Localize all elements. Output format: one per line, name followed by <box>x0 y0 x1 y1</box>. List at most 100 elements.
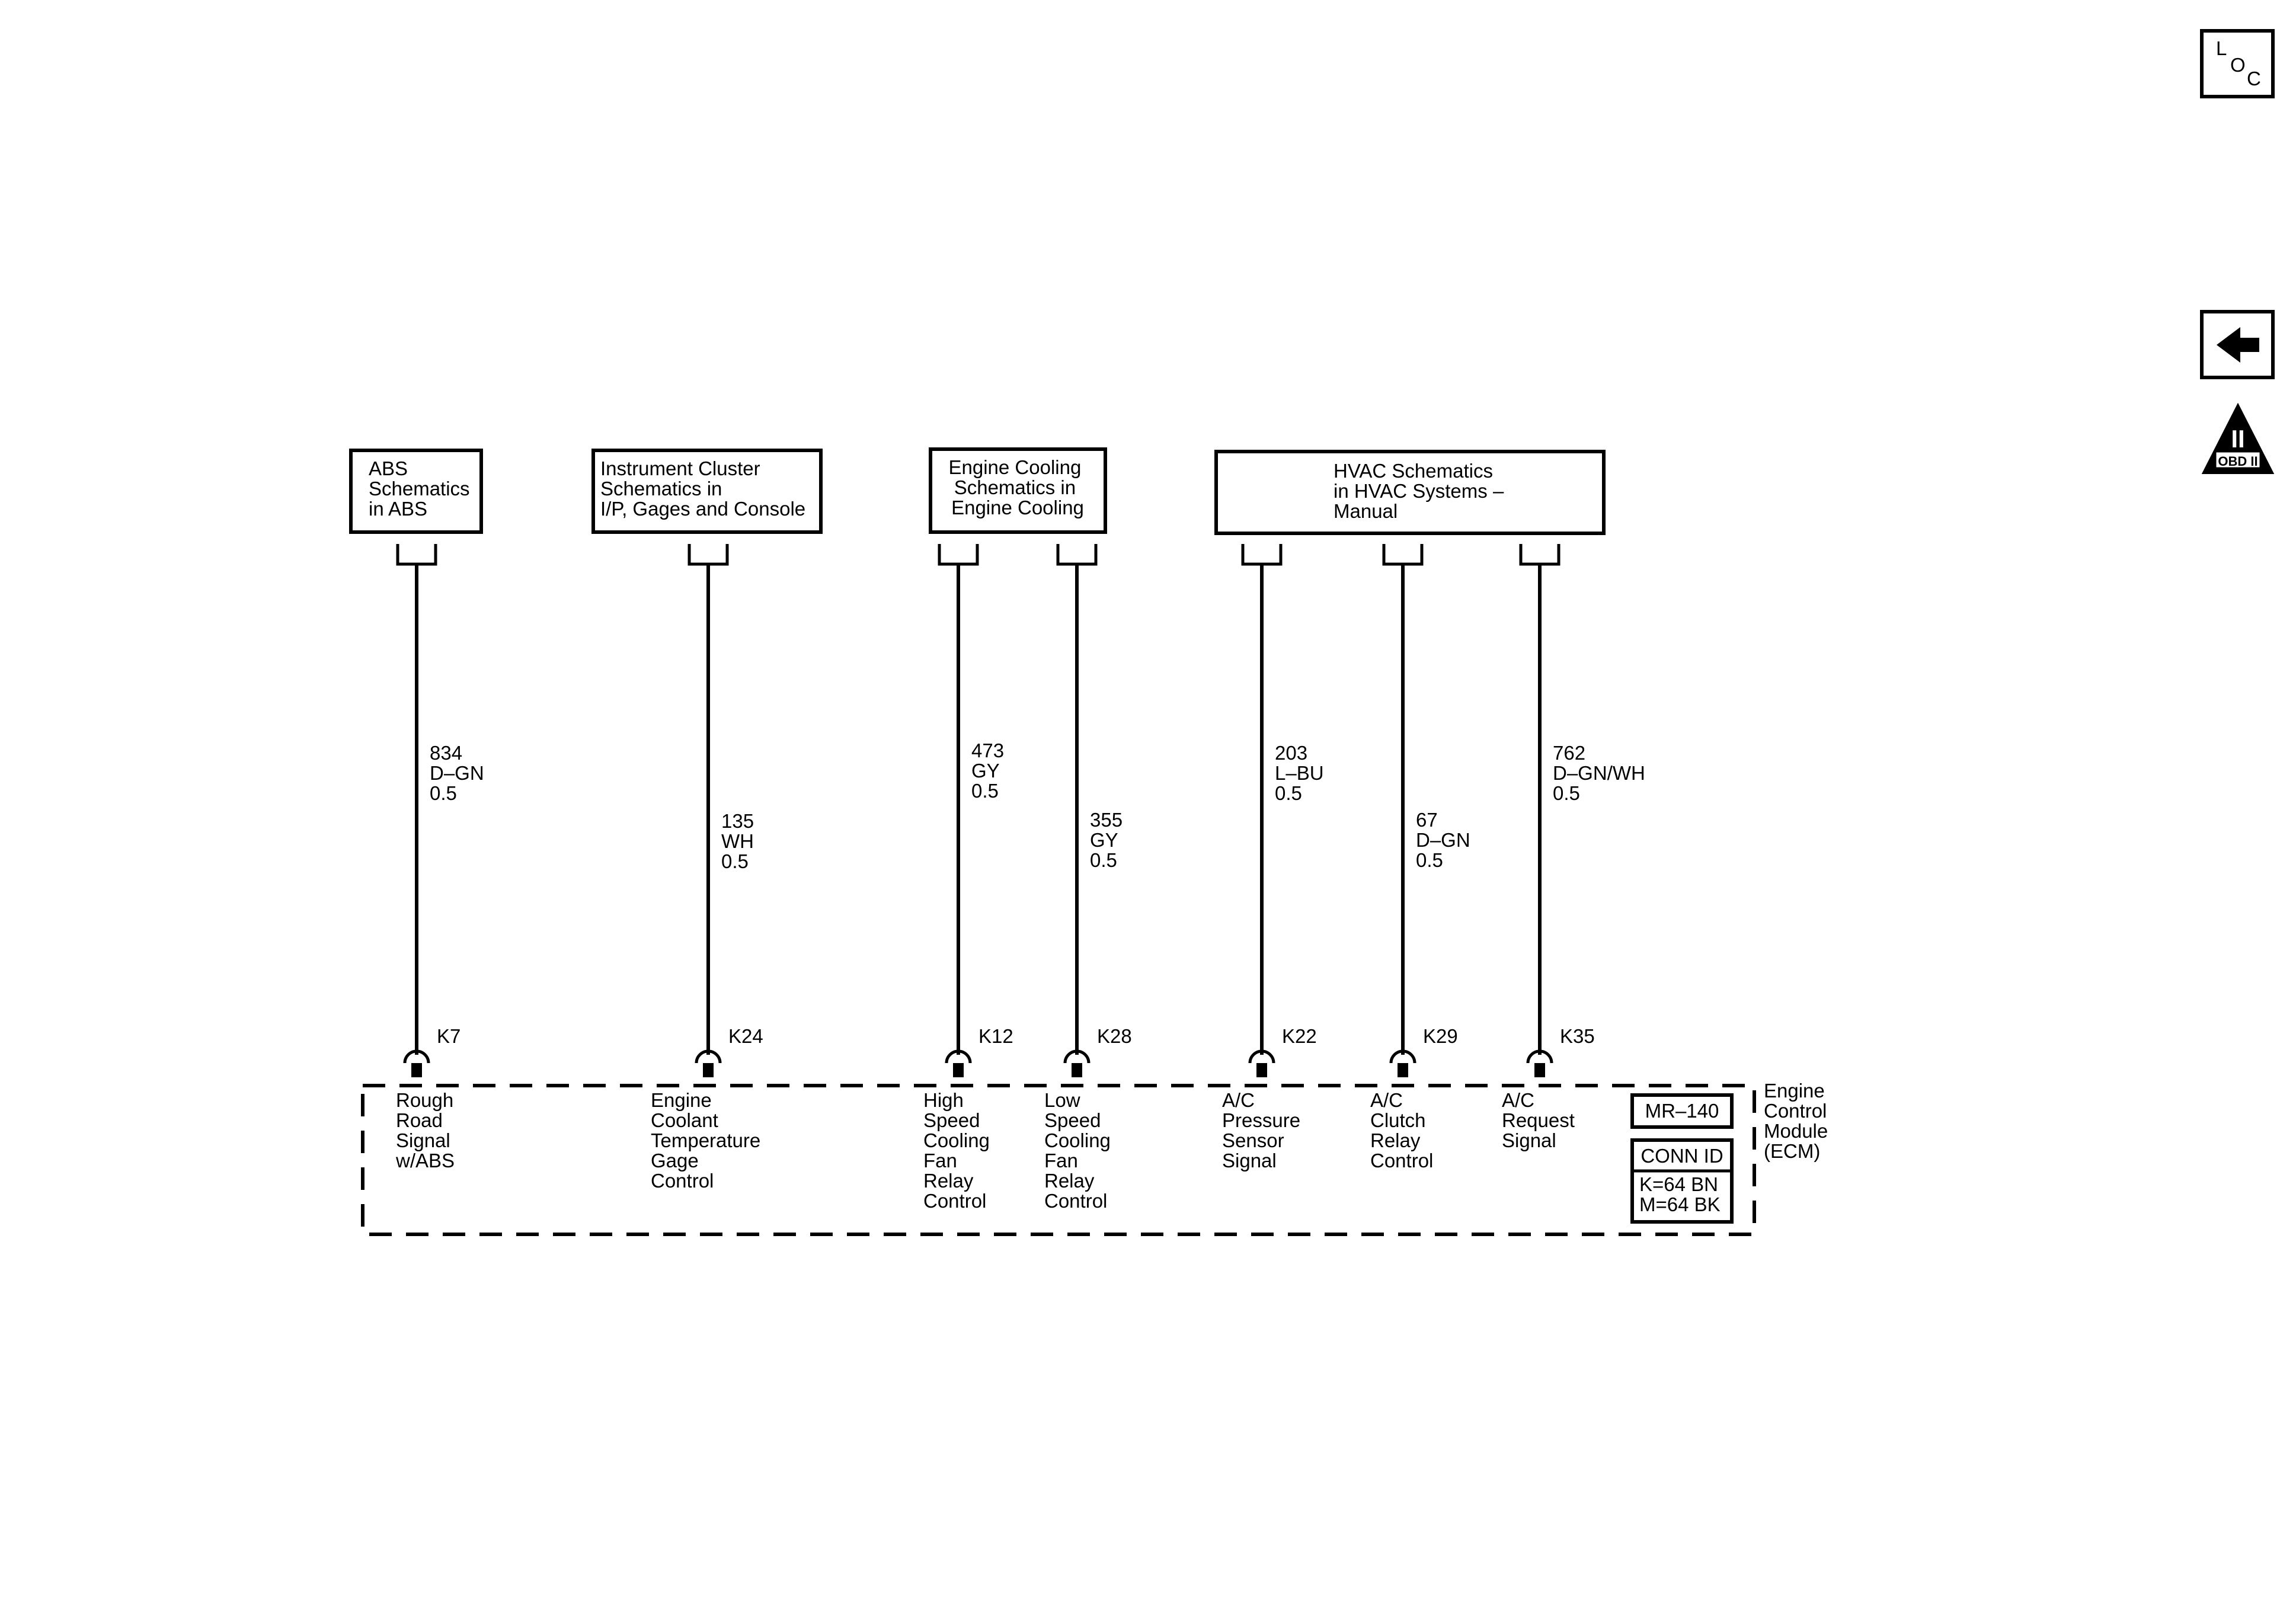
ecm-terminal-K35 <box>1526 1049 1553 1064</box>
ecm-function-line: High <box>923 1089 964 1111</box>
loc-letter-c: C <box>2247 68 2261 89</box>
module-instrument-cluster[interactable]: Instrument Cluster Schematics in I/P, Ga… <box>591 449 823 534</box>
pin-label-K29: K29 <box>1423 1025 1458 1047</box>
module-connector-135 <box>687 544 729 566</box>
wire-gauge-834: 0.5 <box>430 782 457 804</box>
ecm-name-line-3: Module <box>1764 1120 1828 1142</box>
loc-letter-l: L <box>2216 37 2227 59</box>
wire-gauge-762: 0.5 <box>1553 782 1580 804</box>
ecm-function-line: Road <box>396 1109 443 1131</box>
mr-code: MR–140 <box>1645 1100 1719 1122</box>
module-abs[interactable]: ABS Schematics in ABS <box>349 449 483 534</box>
ecm-function-line: Signal <box>396 1129 450 1151</box>
ecm-function-line: Relay <box>923 1170 974 1192</box>
ecm-function-line: Rough <box>396 1089 453 1111</box>
wire-color-355: GY <box>1090 829 1118 851</box>
module-hvac[interactable]: HVAC Schematics in HVAC Systems – Manual <box>1214 450 1606 535</box>
wire-gauge-135: 0.5 <box>721 850 749 872</box>
ecm-function-line: Control <box>651 1170 714 1192</box>
module-engine-cooling[interactable]: Engine Cooling Schematics in Engine Cool… <box>929 447 1107 534</box>
ecm-function-line: Low <box>1044 1089 1080 1111</box>
ecm-function-line: Temperature <box>651 1129 760 1151</box>
svg-text:ABS Schematics in: ABS Schematics in ABS <box>369 457 475 520</box>
back-arrow-icon <box>2217 327 2259 363</box>
ecm-function-line: Gage <box>651 1150 699 1172</box>
loc-button[interactable]: L O C <box>2200 29 2275 98</box>
obd-ii-roman: II <box>2231 425 2244 453</box>
module-connector-203 <box>1241 544 1283 566</box>
pin-label-K7: K7 <box>437 1025 461 1047</box>
ecm-terminal-stub-K12 <box>953 1063 964 1077</box>
ecm-function-line: Cooling <box>1044 1129 1111 1151</box>
module-connector-762 <box>1519 544 1560 566</box>
module-hvac-line-3: Manual <box>1334 500 1398 522</box>
wire-color-762: D–GN/WH <box>1553 762 1645 784</box>
wire-circuit-135: 135 <box>721 810 754 832</box>
obd-ii-icon[interactable]: OBD II II <box>2201 402 2275 474</box>
ecm-terminal-stub-K7 <box>411 1063 422 1077</box>
conn-id-m: M=64 BK <box>1639 1193 1721 1215</box>
module-connector-834 <box>396 544 437 566</box>
module-ec-line-3: Engine Cooling <box>951 497 1084 518</box>
pin-label-K35: K35 <box>1560 1025 1595 1047</box>
ecm-function-line: A/C <box>1502 1089 1534 1111</box>
module-ic-line-2: Schematics in <box>600 478 722 500</box>
ecm-terminal-K29 <box>1389 1049 1416 1064</box>
ecm-function-line: Control <box>1044 1190 1107 1212</box>
ecm-function-line: Fan <box>923 1150 957 1172</box>
ecm-name-line-2: Control <box>1764 1100 1827 1122</box>
ecm-function-line: Relay <box>1370 1129 1421 1151</box>
conn-id-label: CONN ID <box>1641 1145 1723 1167</box>
ecm-name-line-4: (ECM) <box>1764 1140 1820 1162</box>
wire-color-67: D–GN <box>1416 829 1470 851</box>
loc-letter-o: O <box>2230 54 2246 76</box>
back-button[interactable] <box>2200 310 2275 379</box>
ecm-function-line: Fan <box>1044 1150 1078 1172</box>
pin-label-K24: K24 <box>728 1025 763 1047</box>
svg-text:Engine Cooling Schematic: Engine Cooling Schematics in Engine Cool… <box>948 456 1086 518</box>
svg-text:HVAC Schematics in HVAC: HVAC Schematics in HVAC Systems – Manual <box>1334 460 1509 522</box>
module-hvac-line-2: in HVAC Systems – <box>1334 480 1504 502</box>
ecm-function-line: Signal <box>1502 1129 1556 1151</box>
ecm-function-line: Pressure <box>1222 1109 1300 1131</box>
ecm-function-line: Control <box>1370 1150 1433 1172</box>
wire-gauge-355: 0.5 <box>1090 849 1117 871</box>
svg-text:Instrument Cluster Schem: Instrument Cluster Schematics in I/P, Ga… <box>600 457 805 520</box>
wire-color-834: D–GN <box>430 762 484 784</box>
module-connector-355 <box>1056 544 1098 566</box>
wire-circuit-762: 762 <box>1553 742 1585 764</box>
wire-color-473: GY <box>971 760 1000 782</box>
ecm-terminal-stub-K35 <box>1534 1063 1545 1077</box>
ecm-name-line-1: Engine <box>1764 1080 1825 1102</box>
module-ic-line-3: I/P, Gages and Console <box>600 498 805 520</box>
pin-label-K12: K12 <box>978 1025 1013 1047</box>
module-connector-473 <box>938 544 979 566</box>
module-connector-67 <box>1382 544 1424 566</box>
ecm-function-line: Sensor <box>1222 1129 1284 1151</box>
wire-color-203: L–BU <box>1275 762 1324 784</box>
ecm-terminal-stub-K29 <box>1398 1063 1408 1077</box>
ecm-terminal-K12 <box>945 1049 972 1064</box>
wire-gauge-473: 0.5 <box>971 780 999 802</box>
ecm-function-line: Relay <box>1044 1170 1095 1192</box>
ecm-function-line: Coolant <box>651 1109 718 1131</box>
wire-gauge-67: 0.5 <box>1416 849 1443 871</box>
ecm-terminal-K7 <box>403 1049 430 1064</box>
ecm-function-line: Request <box>1502 1109 1575 1131</box>
ecm-function-line: Engine <box>651 1089 712 1111</box>
ecm-function-line: Signal <box>1222 1150 1277 1172</box>
module-abs-line-1: ABS <box>369 457 408 479</box>
